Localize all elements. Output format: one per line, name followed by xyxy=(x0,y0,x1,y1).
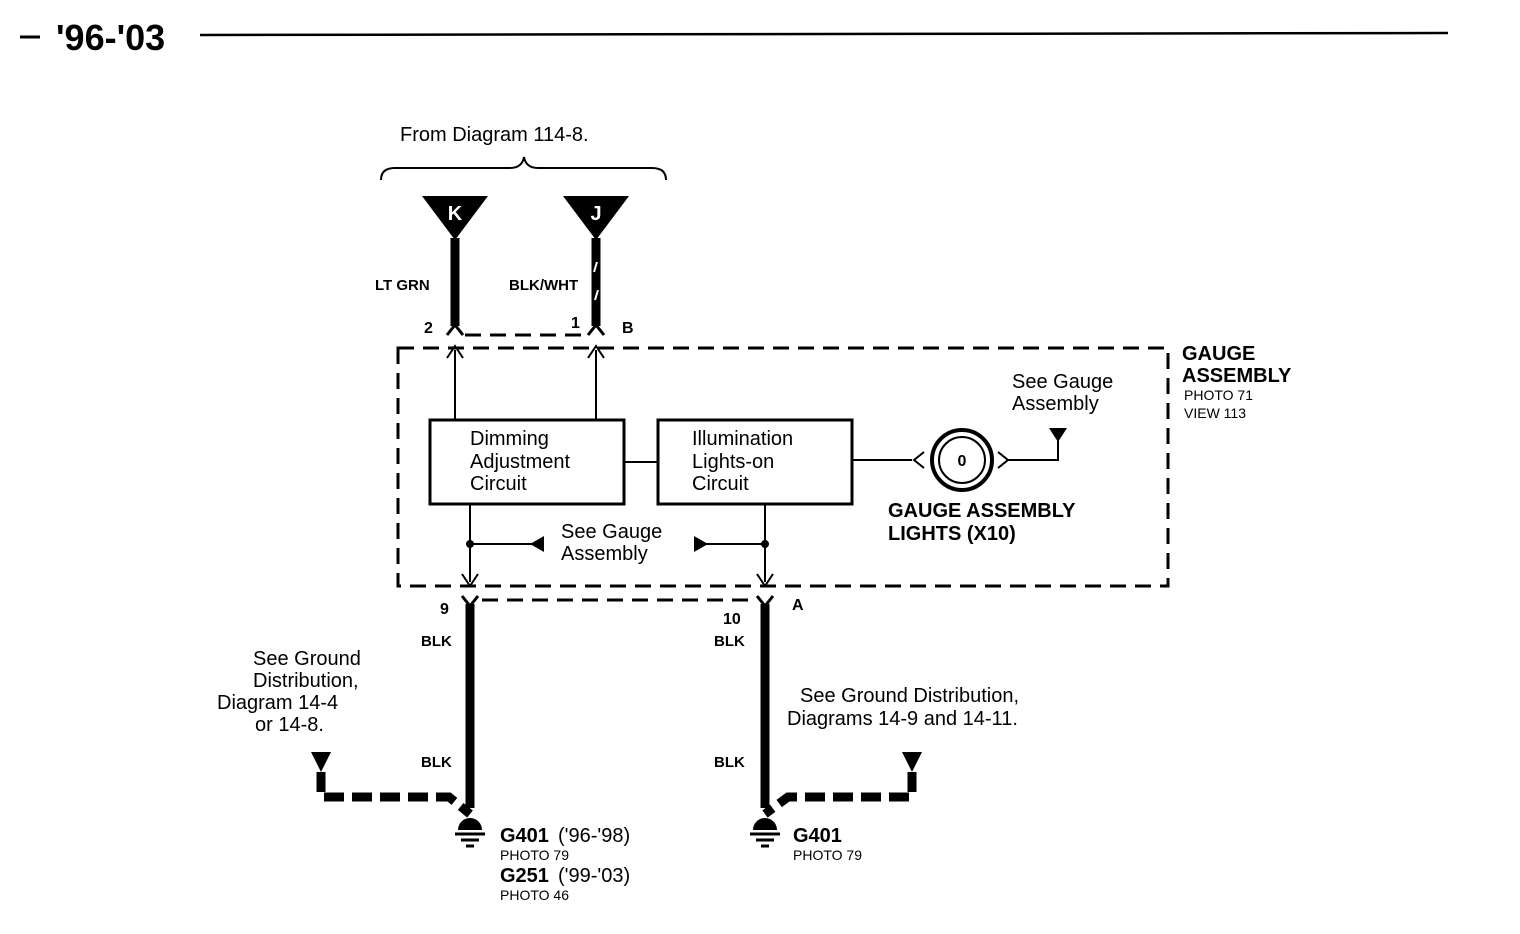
illumination-ground-arrow xyxy=(756,573,774,588)
ground-branch-left xyxy=(316,772,473,818)
wire-blk-left-top-label: BLK xyxy=(421,633,452,650)
illumination-line-1: Illumination xyxy=(692,428,793,450)
ground-left-icon xyxy=(455,818,485,848)
see-gauge-left-arrow-icon xyxy=(530,536,544,552)
ground-left-note-1: See Ground xyxy=(253,648,361,670)
wire-blk-left-bottom-label: BLK xyxy=(421,754,452,771)
pin-2-fork xyxy=(445,322,465,336)
pin-1-fork xyxy=(586,322,606,336)
ground-right-connector-icon xyxy=(902,752,922,772)
source-label: From Diagram 114-8. xyxy=(400,124,589,146)
dimming-adjustment-circuit-box xyxy=(428,418,626,506)
see-gauge-middle-line-1: See Gauge xyxy=(561,521,662,543)
connector-k-letter: K xyxy=(448,203,463,225)
arrow-up-pin-2-head xyxy=(446,344,464,359)
connector-k: K xyxy=(422,196,488,240)
wire-blk-right-top-label: BLK xyxy=(714,633,745,650)
g401-left-photo: PHOTO 79 xyxy=(500,847,569,863)
wire-blk-wht-label: BLK/WHT xyxy=(509,277,578,294)
pin-9-label: 9 xyxy=(440,601,449,618)
dimming-line-1: Dimming xyxy=(470,428,549,450)
dimming-line-2: Adjustment xyxy=(470,451,570,473)
connector-j: J xyxy=(563,196,629,240)
illumination-lights-on-circuit-box xyxy=(656,418,854,506)
pin-1-label: 1 xyxy=(571,315,580,332)
illumination-line-2: Lights-on xyxy=(692,451,774,473)
connector-j-letter: J xyxy=(590,203,601,225)
g251-years: ('99-'03) xyxy=(558,865,630,887)
g251-name: G251 xyxy=(500,865,549,887)
g401-right-photo: PHOTO 79 xyxy=(793,847,862,863)
see-gauge-top-line-1: See Gauge xyxy=(1012,371,1113,393)
connector-a-label: A xyxy=(792,597,804,614)
pin-2-label: 2 xyxy=(424,320,433,337)
see-gauge-top-connector-icon xyxy=(1049,428,1067,442)
dimming-line-3: Circuit xyxy=(470,473,527,495)
ground-left-note-2: Distribution, xyxy=(253,670,359,692)
g401-left-years: ('96-'98) xyxy=(558,825,630,847)
wire-lt-grn-label: LT GRN xyxy=(375,277,430,294)
illumination-line-3: Circuit xyxy=(692,473,749,495)
g401-right-name: G401 xyxy=(793,825,842,847)
gauge-assembly-title-2: ASSEMBLY xyxy=(1182,365,1292,387)
ground-left-note-3: Diagram 14-4 xyxy=(217,692,338,714)
ground-right-note-2: Diagrams 14-9 and 14-11. xyxy=(787,708,1018,730)
g401-left-name: G401 xyxy=(500,825,549,847)
gauge-assembly-view: VIEW 113 xyxy=(1184,405,1246,421)
bulb-left-terminal xyxy=(912,451,925,469)
bulb-symbol: 0 xyxy=(958,453,967,470)
bulb-return-line xyxy=(1008,436,1059,461)
gauge-assembly-outline xyxy=(396,346,1170,588)
bulb-right-terminal xyxy=(997,451,1010,469)
header-rule xyxy=(199,31,1449,37)
connector-b-label: B xyxy=(622,320,634,337)
see-gauge-middle-line-2: Assembly xyxy=(561,543,648,565)
source-brace xyxy=(380,156,667,181)
gauge-assembly-photo: PHOTO 71 xyxy=(1184,387,1253,403)
lights-label-2: LIGHTS (X10) xyxy=(888,523,1016,545)
wire-blk-right-bottom-label: BLK xyxy=(714,754,745,771)
pin-10-label: 10 xyxy=(723,611,741,628)
wire-blk-wht-stripe xyxy=(593,261,599,301)
bulb-icon: 0 xyxy=(930,428,994,492)
ground-right-note-1: See Ground Distribution, xyxy=(800,685,1019,707)
arrow-up-pin-1-head xyxy=(587,344,605,359)
dimming-ground-arrow xyxy=(461,573,479,588)
see-gauge-right-arrow-icon xyxy=(694,536,708,552)
see-gauge-top-line-2: Assembly xyxy=(1012,393,1099,415)
ground-left-connector-icon xyxy=(311,752,331,772)
ground-left-note-4: or 14-8. xyxy=(255,714,324,736)
header-title: '96-'03 xyxy=(56,17,165,58)
lights-label-1: GAUGE ASSEMBLY xyxy=(888,500,1076,522)
g251-photo: PHOTO 46 xyxy=(500,887,569,903)
ground-right-icon xyxy=(750,818,780,848)
ground-branch-right xyxy=(762,772,917,818)
gauge-assembly-title-1: GAUGE xyxy=(1182,343,1255,365)
